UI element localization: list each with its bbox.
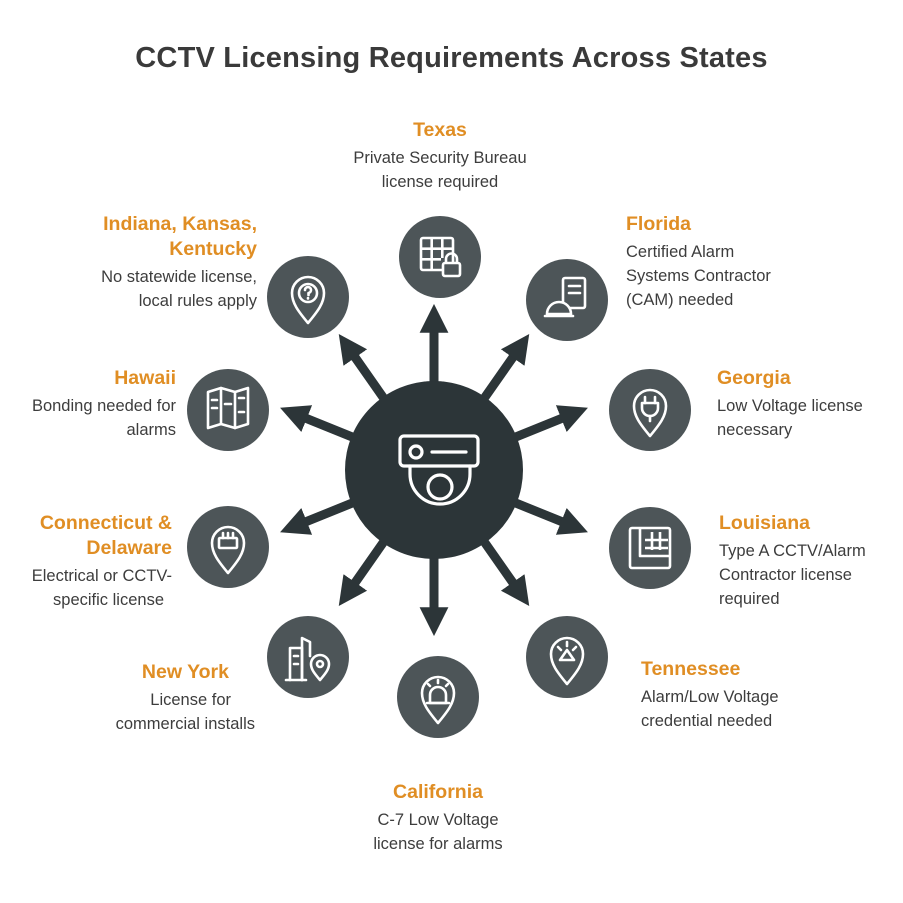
label-georgia: Georgia Low Voltage license necessary — [717, 366, 897, 442]
state-desc-line: credential needed — [641, 712, 773, 730]
state-desc-line: C-7 Low Voltage — [377, 811, 499, 829]
label-texas: Texas Private Security Bureau license re… — [320, 118, 560, 194]
node-hawaii — [187, 369, 269, 451]
state-desc-line: specific license — [53, 591, 164, 609]
state-name: Louisiana — [719, 512, 811, 534]
state-desc-line: Type A CCTV/Alarm — [719, 542, 866, 560]
label-new-york: New York License for commercial installs — [20, 660, 255, 736]
node-tennessee — [526, 616, 608, 698]
label-indiana-kansas-kentucky: Indiana, Kansas, Kentucky No statewide l… — [40, 212, 257, 313]
state-desc-line: necessary — [717, 421, 793, 439]
label-tennessee: Tennessee Alarm/Low Voltage credential n… — [641, 657, 871, 733]
label-connecticut-delaware: Connecticut & Delaware Electrical or CCT… — [8, 511, 172, 612]
state-desc-line: license required — [381, 173, 499, 191]
state-desc-line: required — [719, 590, 780, 608]
node-texas — [399, 216, 481, 298]
plug-pin-icon — [632, 388, 668, 438]
state-name: Kentucky — [169, 238, 257, 260]
node-florida — [526, 259, 608, 341]
node-georgia — [609, 369, 691, 451]
state-desc-line: Bonding needed for — [31, 397, 176, 415]
state-name: Texas — [413, 119, 467, 141]
arrow-new_york — [338, 532, 392, 607]
state-desc-line: No statewide license, — [101, 268, 257, 286]
label-florida: Florida Certified Alarm Systems Contract… — [626, 212, 886, 312]
siren-icon — [420, 675, 456, 725]
state-desc-line: Private Security Bureau — [353, 149, 527, 167]
node-connecticut-delaware — [187, 506, 269, 588]
blueprint-icon — [628, 526, 672, 570]
node-new-york — [267, 616, 349, 698]
arrow-georgia — [506, 405, 588, 445]
node-indiana-kansas-kentucky — [267, 256, 349, 338]
spoke-arrows — [280, 303, 588, 637]
state-desc-line: Systems Contractor — [626, 267, 771, 285]
state-name: Indiana, Kansas, — [103, 213, 257, 235]
state-desc-line: Alarm/Low Voltage — [641, 688, 779, 706]
state-desc-line: Contractor license — [719, 566, 852, 584]
arrow-hawaii — [280, 405, 362, 445]
state-desc-line: Electrical or CCTV- — [31, 567, 172, 585]
node-california — [397, 656, 479, 738]
building-pin-icon — [284, 636, 331, 682]
label-louisiana: Louisiana Type A CCTV/Alarm Contractor l… — [719, 511, 899, 611]
arrow-louisiana — [506, 495, 588, 535]
state-desc-line: License for — [150, 691, 231, 709]
state-name: Hawaii — [114, 367, 176, 389]
state-desc-line: Low Voltage license — [717, 397, 863, 415]
state-name: Florida — [626, 213, 692, 235]
state-name: Delaware — [86, 537, 172, 559]
state-desc-line: (CAM) needed — [626, 291, 734, 309]
arrow-connecticut_delaware — [280, 495, 362, 535]
state-desc-line: license for alarms — [373, 835, 503, 853]
state-name: New York — [141, 661, 229, 683]
state-name: California — [393, 781, 483, 803]
state-desc-line: local rules apply — [138, 292, 257, 310]
page-title: CCTV Licensing Requirements Across State… — [135, 42, 768, 74]
label-california: California C-7 Low Voltage license for a… — [318, 780, 558, 856]
label-hawaii: Hawaii Bonding needed for alarms — [4, 366, 176, 442]
state-nodes — [187, 216, 691, 738]
arrow-indiana_kansas_kentucky — [338, 333, 392, 408]
grid-lock-icon — [419, 236, 462, 278]
node-louisiana — [609, 507, 691, 589]
security-camera-icon — [398, 434, 480, 506]
map-icon — [206, 386, 250, 430]
alarm-pin-icon — [549, 636, 585, 686]
state-desc-line: Certified Alarm — [626, 243, 735, 261]
state-desc-line: commercial installs — [115, 715, 255, 733]
state-name: Connecticut & — [39, 512, 172, 534]
circuit-pin-icon — [210, 525, 246, 575]
state-name: Tennessee — [641, 658, 741, 680]
state-name: Georgia — [717, 367, 791, 389]
hub-circle — [345, 381, 523, 559]
arrow-tennessee — [476, 532, 530, 607]
question-pin-icon — [290, 275, 326, 325]
state-desc-line: alarms — [126, 421, 176, 439]
hardhat-clipboard-icon — [543, 276, 587, 318]
arrow-florida — [476, 333, 530, 408]
